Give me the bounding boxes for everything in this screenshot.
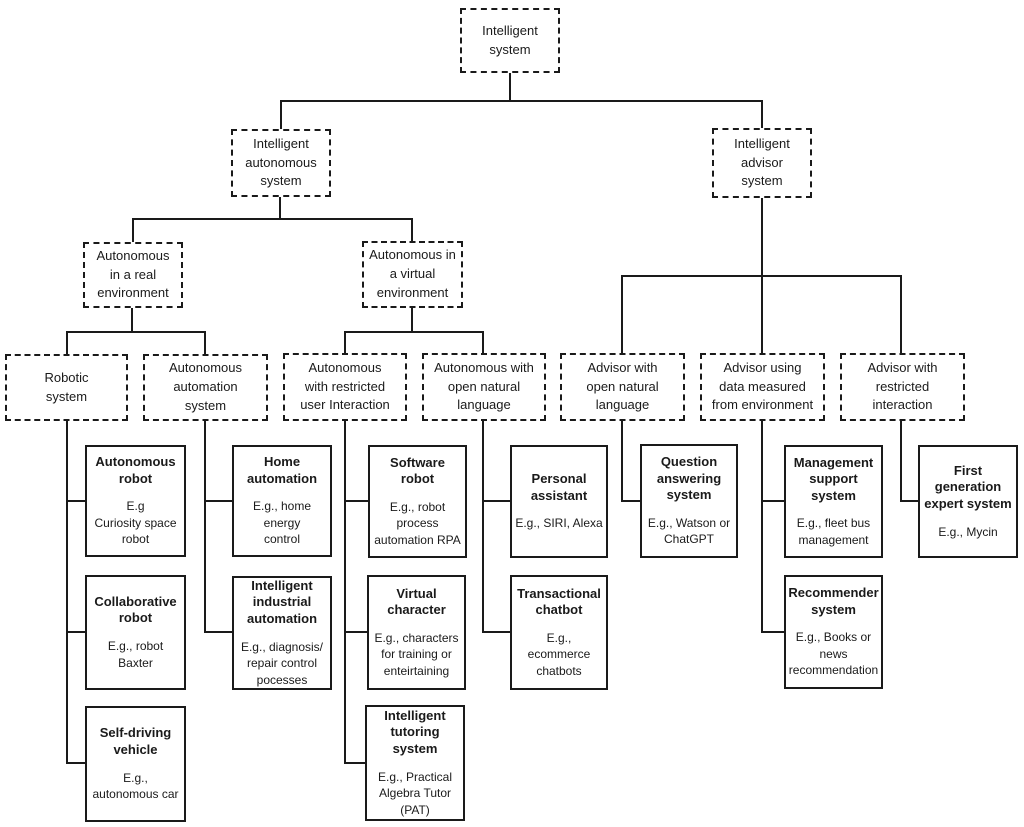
- node-collaborative-robot-title: Collaborative robot: [94, 593, 177, 626]
- node-transactional-chatbot-title: Transactional chatbot: [517, 585, 601, 618]
- node-autonomous-virtual-environment: Autonomous in a virtual environment: [362, 241, 463, 308]
- node-intelligent-system: Intelligent system: [460, 8, 560, 73]
- node-first-generation-expert-system-example: E.g., Mycin: [938, 524, 998, 539]
- node-intelligent-industrial-automation: Intelligent industrial automation E.g., …: [232, 576, 332, 690]
- node-recommender-system: Recommender system E.g., Books or news r…: [784, 575, 883, 689]
- node-first-generation-expert-system-title: First generation expert system: [924, 462, 1012, 512]
- node-self-driving-vehicle: Self-driving vehicle E.g., autonomous ca…: [85, 706, 186, 822]
- node-self-driving-vehicle-example: E.g., autonomous car: [92, 770, 179, 802]
- node-virtual-character-example: E.g., characters for training or enteirt…: [374, 630, 459, 678]
- node-software-robot-title: Software robot: [390, 454, 445, 487]
- node-home-automation-example: E.g., home energy control: [252, 499, 312, 547]
- node-autonomous-real-environment-label: Autonomous in a real environment: [96, 247, 170, 301]
- node-autonomous-open-natural-language: Autonomous with open natural language: [422, 353, 546, 421]
- node-autonomous-virtual-environment-label: Autonomous in a virtual environment: [369, 247, 456, 300]
- node-intelligent-tutoring-system-example: E.g., Practical Algebra Tutor (PAT): [377, 769, 453, 817]
- node-intelligent-autonomous-system-label: Intelligent autonomous system: [245, 135, 317, 189]
- node-transactional-chatbot-example: E.g., ecommerce chatbots: [527, 630, 591, 678]
- node-autonomous-real-environment: Autonomous in a real environment: [83, 242, 183, 308]
- node-first-generation-expert-system: First generation expert system E.g., Myc…: [918, 445, 1018, 558]
- node-collaborative-robot-example: E.g., robot Baxter: [107, 639, 164, 670]
- node-personal-assistant: Personal assistant E.g., SIRI, Alexa: [510, 445, 608, 558]
- node-advisor-restricted-interaction: Advisor with restricted interaction: [840, 353, 965, 421]
- node-question-answering-system: Question answering system E.g., Watson o…: [640, 444, 738, 558]
- node-autonomous-restricted-user-interaction-label: Autonomous with restricted user Interact…: [300, 359, 390, 413]
- node-autonomous-robot-title: Autonomous robot: [95, 454, 176, 486]
- node-autonomous-robot: Autonomous robot E.g Curiosity space rob…: [85, 445, 186, 557]
- node-question-answering-system-title: Question answering system: [656, 454, 722, 503]
- node-intelligent-advisor-system: Intelligent advisor system: [712, 128, 812, 198]
- node-intelligent-industrial-automation-title: Intelligent industrial automation: [246, 577, 318, 626]
- node-intelligent-tutoring-system: Intelligent tutoring system E.g., Practi…: [365, 705, 465, 821]
- node-robotic-system: Robotic system: [5, 354, 128, 421]
- node-autonomous-automation-system-label: Autonomous automation system: [169, 360, 242, 413]
- node-self-driving-vehicle-title: Self-driving vehicle: [99, 725, 172, 757]
- node-intelligent-autonomous-system: Intelligent autonomous system: [231, 129, 331, 197]
- node-software-robot-example: E.g., robot process automation RPA: [374, 499, 461, 547]
- node-transactional-chatbot: Transactional chatbot E.g., ecommerce ch…: [510, 575, 608, 690]
- node-home-automation: Home automation E.g., home energy contro…: [232, 445, 332, 557]
- node-recommender-system-example: E.g., Books or news recommendation: [788, 630, 879, 678]
- node-advisor-data-from-environment: Advisor using data measured from environ…: [700, 353, 825, 421]
- node-intelligent-advisor-system-label: Intelligent advisor system: [734, 135, 790, 189]
- node-virtual-character: Virtual character E.g., characters for t…: [367, 575, 466, 690]
- node-personal-assistant-example: E.g., SIRI, Alexa: [515, 516, 603, 531]
- node-autonomous-robot-example: E.g Curiosity space robot: [94, 499, 177, 547]
- node-autonomous-automation-system: Autonomous automation system: [143, 354, 268, 421]
- node-recommender-system-title: Recommender system: [788, 585, 879, 617]
- node-intelligent-tutoring-system-title: Intelligent tutoring system: [384, 707, 446, 756]
- node-autonomous-restricted-user-interaction: Autonomous with restricted user Interact…: [283, 353, 407, 421]
- node-home-automation-title: Home automation: [246, 454, 318, 486]
- node-management-support-system: Management support system E.g., fleet bu…: [784, 445, 883, 558]
- node-autonomous-open-natural-language-label: Autonomous with open natural language: [434, 359, 534, 413]
- node-question-answering-system-example: E.g., Watson or ChatGPT: [647, 515, 731, 547]
- node-intelligent-industrial-automation-example: E.g., diagnosis/ repair control pocesses: [240, 639, 324, 687]
- node-management-support-system-title: Management support system: [793, 454, 874, 503]
- node-personal-assistant-title: Personal assistant: [530, 471, 588, 503]
- node-advisor-open-natural-language: Advisor with open natural language: [560, 353, 685, 421]
- node-advisor-open-natural-language-label: Advisor with open natural language: [586, 359, 659, 413]
- node-intelligent-system-label: Intelligent system: [482, 22, 538, 57]
- node-advisor-data-from-environment-label: Advisor using data measured from environ…: [711, 359, 814, 413]
- node-management-support-system-example: E.g., fleet bus management: [796, 516, 871, 547]
- node-virtual-character-title: Virtual character: [387, 585, 446, 618]
- node-advisor-restricted-interaction-label: Advisor with restricted interaction: [867, 359, 938, 413]
- node-collaborative-robot: Collaborative robot E.g., robot Baxter: [85, 575, 186, 690]
- node-software-robot: Software robot E.g., robot process autom…: [368, 445, 467, 558]
- node-robotic-system-label: Robotic system: [44, 369, 89, 404]
